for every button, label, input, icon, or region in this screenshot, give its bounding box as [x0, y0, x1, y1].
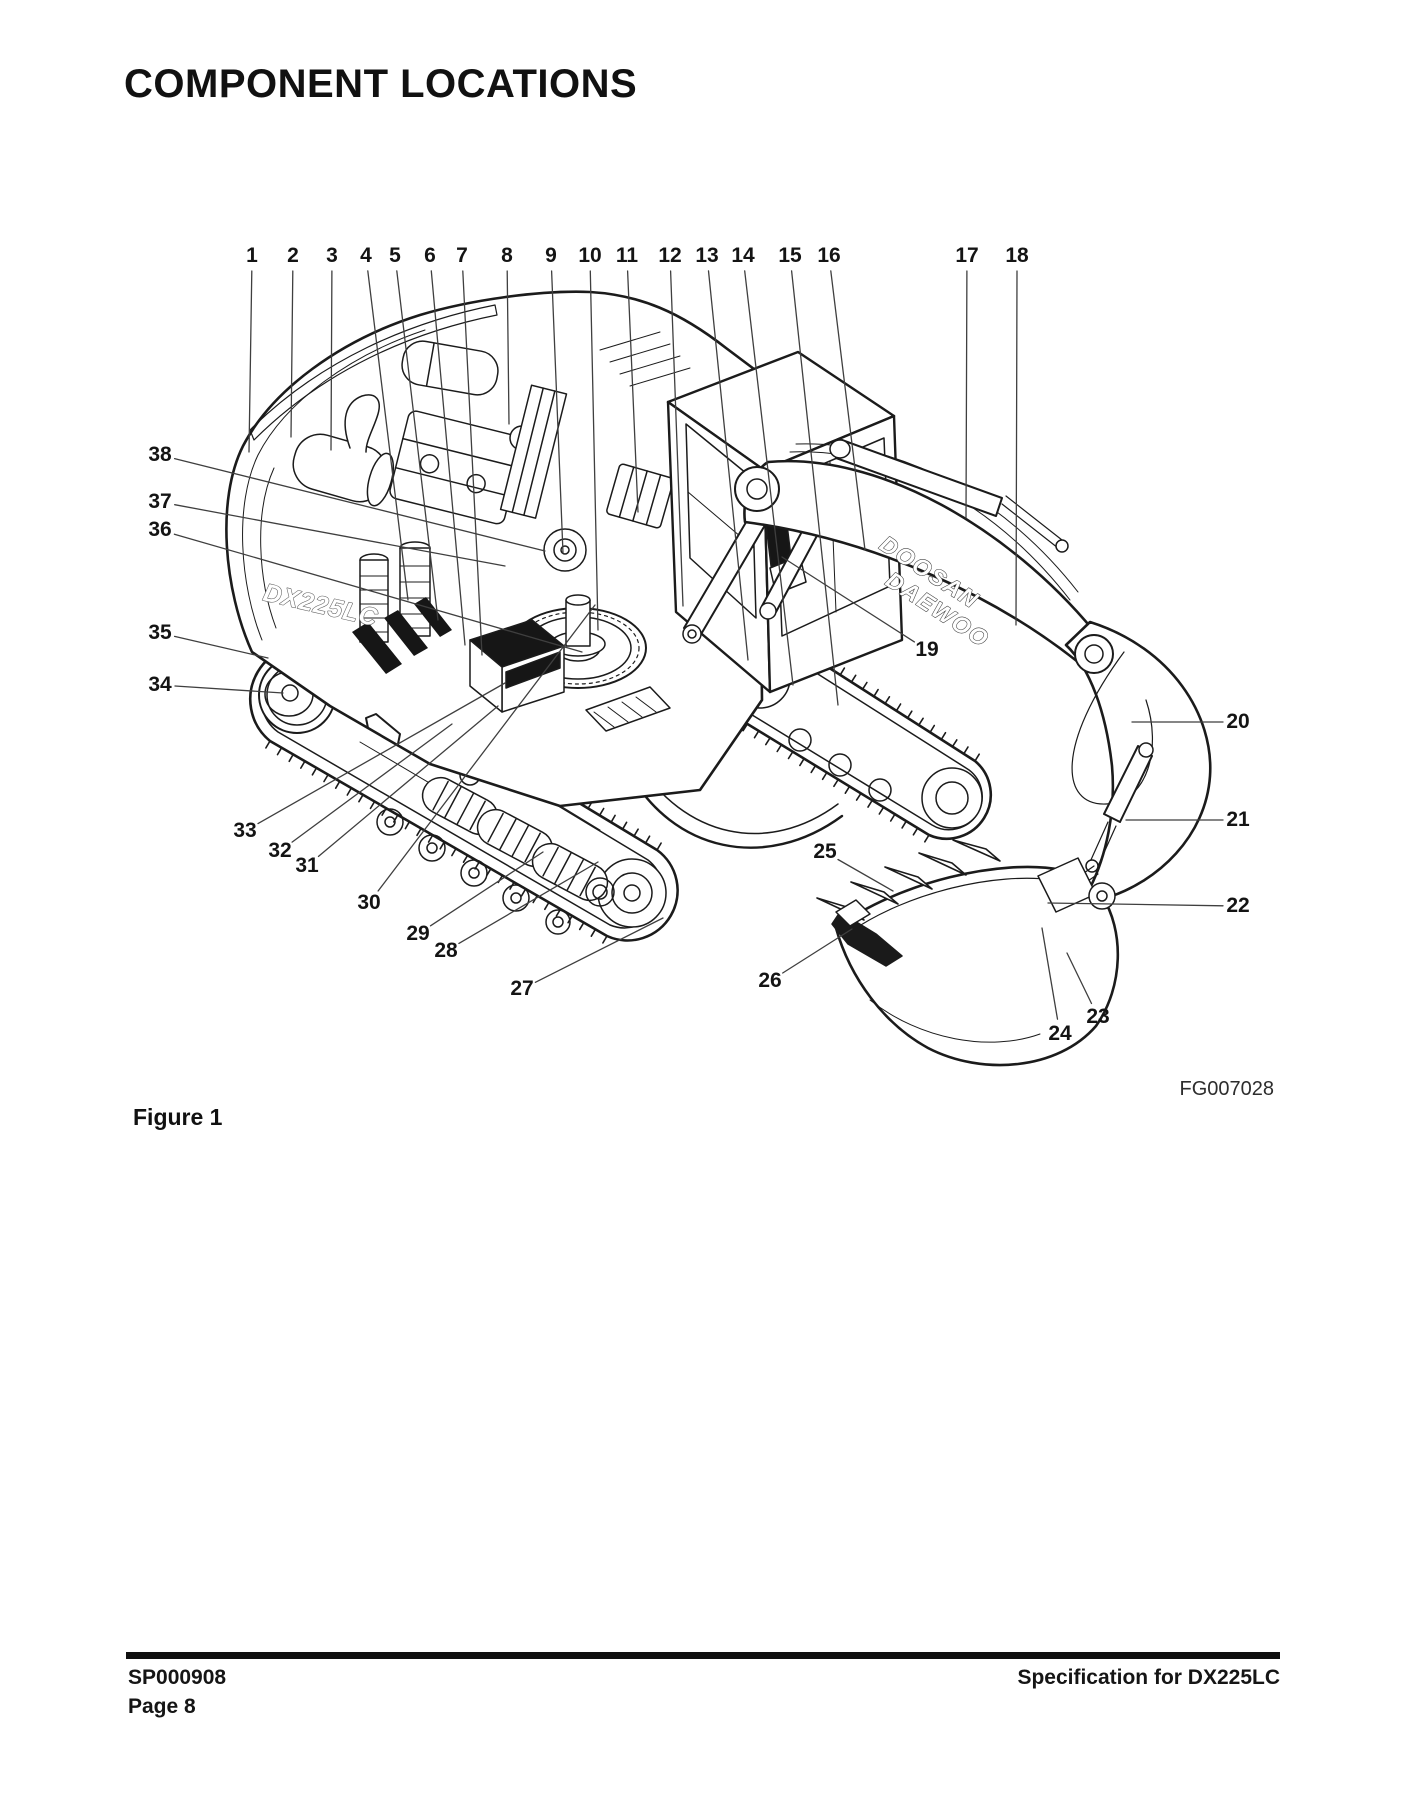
- footer-page-label: Page 8: [128, 1695, 196, 1718]
- boom-foot-pin: [734, 466, 780, 512]
- air-cleaner: [401, 340, 499, 396]
- callout-label-21: 21: [1226, 808, 1250, 831]
- control-valve: [606, 463, 674, 529]
- bucket-cylinder: [1085, 742, 1154, 873]
- recoil-spring-parts: [421, 776, 615, 907]
- bucket-pin: [1088, 882, 1116, 910]
- callout-label-16: 16: [817, 244, 841, 267]
- radiator: [499, 384, 568, 519]
- callout-label-20: 20: [1226, 710, 1250, 733]
- callout-label-27: 27: [510, 977, 534, 1000]
- callout-label-9: 9: [545, 244, 557, 267]
- figure-caption: Figure 1: [133, 1104, 223, 1130]
- callout-label-13: 13: [695, 244, 719, 267]
- callout-label-14: 14: [731, 244, 755, 267]
- callout-label-4: 4: [360, 244, 372, 267]
- callout-label-23: 23: [1086, 1005, 1110, 1028]
- callout-label-35: 35: [148, 621, 172, 644]
- arm-cylinder: [829, 439, 1069, 553]
- boom-arm-pin: [1074, 634, 1114, 674]
- callout-label-36: 36: [148, 518, 172, 541]
- callout-label-18: 18: [1005, 244, 1029, 267]
- side-stripes: [352, 597, 452, 674]
- footer-rule: [126, 1652, 1280, 1659]
- handrail: [249, 304, 498, 441]
- callout-label-31: 31: [295, 854, 319, 877]
- callout-label-28: 28: [434, 939, 458, 962]
- bucket: [816, 839, 1120, 1067]
- callout-label-22: 22: [1226, 894, 1250, 917]
- callout-label-11: 11: [615, 244, 639, 267]
- callout-label-5: 5: [389, 244, 401, 267]
- battery-box: [469, 619, 565, 713]
- footer-spec-label: Specification for DX225LC: [1017, 1666, 1280, 1689]
- callout-label-24: 24: [1048, 1022, 1072, 1045]
- callout-label-30: 30: [357, 891, 381, 914]
- footer-doc-number: SP000908: [128, 1666, 227, 1689]
- callout-label-32: 32: [268, 839, 292, 862]
- callout-label-25: 25: [813, 840, 837, 863]
- callout-label-17: 17: [955, 244, 979, 267]
- callout-label-10: 10: [578, 244, 602, 267]
- callout-label-34: 34: [148, 673, 172, 696]
- callout-label-8: 8: [501, 244, 513, 267]
- exhaust-pipe: [344, 394, 380, 453]
- right-track-treads: [730, 631, 981, 843]
- callout-label-6: 6: [424, 244, 436, 267]
- leader-lines: [173, 270, 1224, 1020]
- carbody-frame: [359, 719, 844, 907]
- hydraulic-pump: [543, 528, 587, 572]
- callout-label-26: 26: [758, 969, 782, 992]
- callout-label-7: 7: [456, 244, 468, 267]
- step-grate: [585, 686, 671, 732]
- callout-label-12: 12: [658, 244, 682, 267]
- upper-body: DX225LC: [225, 290, 764, 808]
- callout-label-29: 29: [406, 922, 430, 945]
- callout-label-15: 15: [778, 244, 802, 267]
- callout-label-33: 33: [233, 819, 257, 842]
- figure-code: FG007028: [1179, 1078, 1274, 1100]
- grab-handle: [365, 713, 401, 745]
- callout-label-2: 2: [287, 244, 299, 267]
- callout-label-37: 37: [148, 490, 172, 513]
- callout-label-19: 19: [915, 638, 939, 661]
- cab-window-left: [685, 423, 757, 619]
- callout-label-3: 3: [326, 244, 338, 267]
- drive-sprocket: [597, 858, 667, 928]
- page-title: COMPONENT LOCATIONS: [124, 62, 638, 106]
- callout-label-1: 1: [246, 244, 258, 267]
- callout-label-38: 38: [148, 443, 172, 466]
